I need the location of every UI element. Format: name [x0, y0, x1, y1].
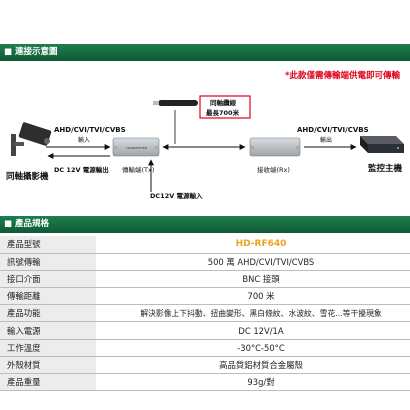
spec-row-material: 外殼材質 高品質鋁材質合金屬殼	[0, 356, 410, 375]
spec-row-signal: 訊號傳輸 500 萬 AHD/CVI/TVI/CVBS	[0, 253, 410, 271]
spec-value: 93g/對	[96, 373, 410, 392]
connection-section-title: 連接示意圖	[15, 47, 58, 57]
spec-value: 解決影像上下抖動、扭曲變形、黑白條紋、水波紋、雪花...等干擾現象	[96, 304, 410, 323]
spec-row-weight: 產品重量 93g/對	[0, 373, 410, 392]
spec-label: 輸入電源	[0, 321, 96, 340]
dvr-recorder-icon	[360, 136, 404, 153]
monitor-label: 監控主機	[368, 163, 403, 174]
signal-output-label: AHD/CVI/TVI/CVBS	[297, 126, 369, 134]
spec-row-power: 輸入電源 DC 12V/1A	[0, 321, 410, 340]
spec-value: -30°C-50°C	[96, 339, 410, 357]
specs-section-header: ■ 產品規格	[0, 216, 410, 233]
spec-label: 訊號傳輸	[0, 253, 96, 271]
rx-label: 接收端(Rx)	[257, 165, 290, 174]
spec-label: 傳輸距離	[0, 287, 96, 306]
power-note: *此款僅需傳輸端供電即可傳輸	[285, 71, 400, 81]
spec-value: 500 萬 AHD/CVI/TVI/CVBS	[96, 253, 410, 271]
spec-value: 700 米	[96, 287, 410, 306]
spec-value: DC 12V/1A	[96, 321, 410, 340]
transmitter-device-text: TRANSMITTER	[125, 146, 147, 150]
spec-label: 產品型號	[0, 236, 96, 254]
power-output-label: DC 12V 電源輸出	[54, 165, 109, 174]
spec-value: HD-RF640	[96, 236, 410, 254]
cctv-camera-icon	[11, 122, 52, 156]
spec-value: BNC 接頭	[96, 270, 410, 289]
spec-row-interface: 接口介面 BNC 接頭	[0, 270, 410, 289]
signal-output-sublabel: 輸出	[320, 136, 332, 144]
spec-label: 外殼材質	[0, 356, 96, 375]
cable-label-line1: 同軸纜線	[210, 98, 237, 107]
connection-section-header: ■ 連接示意圖	[0, 44, 410, 61]
cable-label-line2: 最長700米	[206, 108, 240, 117]
specs-section-title: 產品規格	[15, 219, 50, 229]
power-input-label: DC12V 電源輸入	[150, 191, 203, 200]
spec-label: 接口介面	[0, 270, 96, 289]
transmitter-device: TRANSMITTER	[112, 137, 160, 157]
spec-row-distance: 傳輸距離 700 米	[0, 287, 410, 306]
connection-diagram: 同軸攝影機 AHD/CVI/TVI/CVBS 輸入 DC 12V 電源輸出 TR…	[6, 95, 404, 200]
spec-label: 產品功能	[0, 304, 96, 323]
tx-label: 傳輸端(Tx)	[122, 165, 154, 174]
cable-callout-box	[199, 95, 251, 119]
spec-label: 產品重量	[0, 373, 96, 392]
spec-table: 產品型號 HD-RF640 訊號傳輸 500 萬 AHD/CVI/TVI/CVB…	[0, 236, 410, 392]
coax-cable-icon	[153, 100, 198, 106]
spec-row-model: 產品型號 HD-RF640	[0, 236, 410, 254]
signal-input-sublabel: 輸入	[78, 136, 90, 144]
camera-label: 同軸攝影機	[6, 171, 49, 182]
spec-value: 高品質鋁材質合金屬殼	[96, 356, 410, 375]
spec-label: 工作溫度	[0, 339, 96, 357]
spec-row-temperature: 工作溫度 -30°C-50°C	[0, 339, 410, 357]
spec-row-function: 產品功能 解決影像上下抖動、扭曲變形、黑白條紋、水波紋、雪花...等干擾現象	[0, 304, 410, 323]
signal-input-label: AHD/CVI/TVI/CVBS	[54, 126, 126, 134]
receiver-device	[249, 137, 301, 157]
